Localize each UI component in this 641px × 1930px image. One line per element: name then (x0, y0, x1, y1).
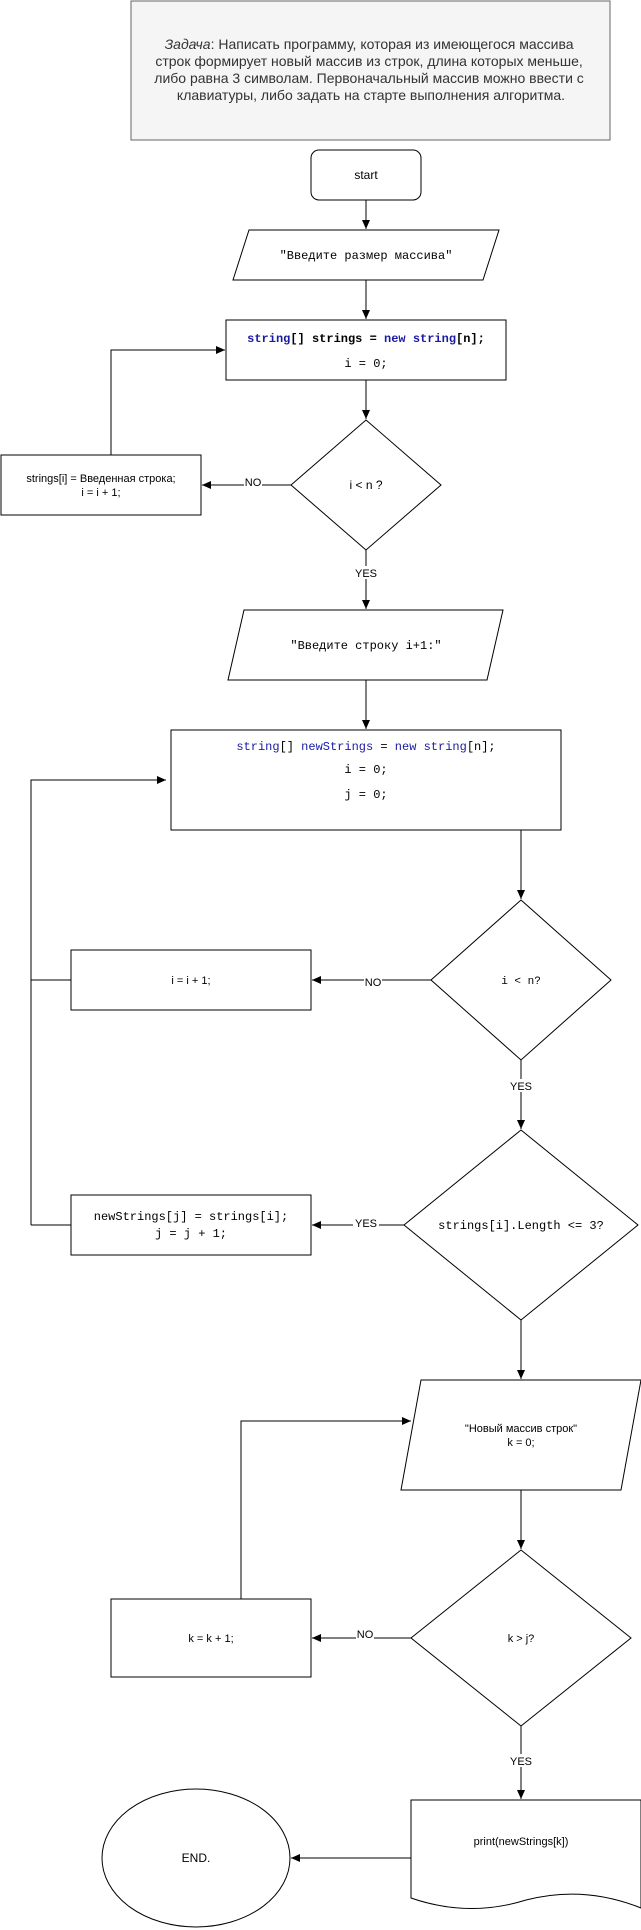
init1-kw-type: string (247, 332, 290, 346)
input-string-label: "Введите строку i+1:" (290, 639, 441, 653)
cond3-label: strings[i].Length <= 3? (438, 1219, 604, 1233)
assign1-line1: strings[i] = Введенная строка; (26, 473, 175, 485)
cond1-label: i < n ? (349, 478, 382, 492)
svg-text:string[] newStrings = new stri: string[] newStrings = new string[n]; (236, 740, 495, 754)
edge-inc-k-loop (240, 1417, 411, 1599)
init-strings-node: string[] strings = new string[n]; i = 0; (225, 319, 507, 381)
edge-label-no1: NO (245, 477, 262, 489)
task-line-1: Написать программу, которая из имеющегос… (218, 36, 573, 52)
output-head-line2: k = 0; (507, 1437, 534, 1449)
assign-newstrings-node: newStrings[j] = strings[i]; j = j + 1; (70, 1194, 312, 1256)
cond4-label: k > j? (508, 1633, 535, 1645)
init2-line2: i = 0; (344, 763, 387, 777)
input-size-label: "Введите размер массива" (280, 249, 453, 263)
print-node: print(newStrings[k]) (410, 1799, 641, 1910)
cond-i-lt-n-1: i < n ? (290, 419, 442, 551)
svg-text:Задача: Написать программу, ко: Задача: Написать программу, которая из и… (154, 36, 587, 103)
inc-k-label: k = k + 1; (188, 1633, 233, 1645)
cond-length-node: strings[i].Length <= 3? (403, 1129, 639, 1321)
output-head-line1: "Новый массив строк" (465, 1423, 577, 1435)
edge-label-no2: NO (365, 977, 382, 989)
cond-i-lt-n-2: i < n? (430, 899, 612, 1061)
inc-i-label: i = i + 1; (171, 975, 210, 987)
edge-label-yes3: YES (355, 1218, 377, 1230)
assign2-line1: newStrings[j] = strings[i]; (94, 1210, 288, 1224)
task-label: Задача (165, 36, 211, 52)
output-head-node: "Новый массив строк" k = 0; (400, 1379, 641, 1491)
svg-text:string[] strings = new string[: string[] strings = new string[n]; (247, 332, 485, 346)
input-string-node: "Введите строку i+1:" (227, 609, 504, 681)
cond2-label: i < n? (501, 976, 541, 988)
init2-line3: j = 0; (344, 788, 387, 802)
inc-k-node: k = k + 1; (110, 1598, 312, 1678)
assign1-line2: i = i + 1; (81, 487, 120, 499)
input-size-node: "Введите размер массива" (232, 229, 500, 281)
end-terminator: END. (101, 1788, 291, 1928)
edge-assign1-loop (110, 346, 225, 455)
edge-label-yes4: YES (510, 1756, 532, 1768)
start-label: start (354, 168, 378, 182)
start-terminator: start (310, 149, 422, 201)
task-box: Задача: Написать программу, которая из и… (130, 0, 611, 141)
inc-i-node: i = i + 1; (70, 949, 312, 1011)
print-label: print(newStrings[k]) (474, 1836, 569, 1848)
end-label: END. (182, 1851, 211, 1865)
cond-k-gt-j-node: k > j? (410, 1549, 632, 1727)
assign2-line2: j = j + 1; (155, 1227, 227, 1241)
edge-label-yes2: YES (510, 1081, 532, 1093)
edge-loop-back-init2 (30, 776, 166, 1225)
assign-strings-node: strings[i] = Введенная строка; i = i + 1… (0, 454, 202, 516)
task-line-2: строк формирует новый массив из строк, д… (155, 53, 582, 69)
task-line-3: либо равна 3 символам. Первоначальный ма… (154, 70, 584, 86)
edge-label-yes1: YES (355, 568, 377, 580)
init1-line2: i = 0; (344, 357, 387, 371)
edge-label-no4: NO (357, 1629, 374, 1641)
init-newstrings-node: string[] newStrings = new string[n]; i =… (170, 729, 562, 831)
task-line-4: клавиатуры, либо задать на старте выполн… (177, 87, 565, 103)
